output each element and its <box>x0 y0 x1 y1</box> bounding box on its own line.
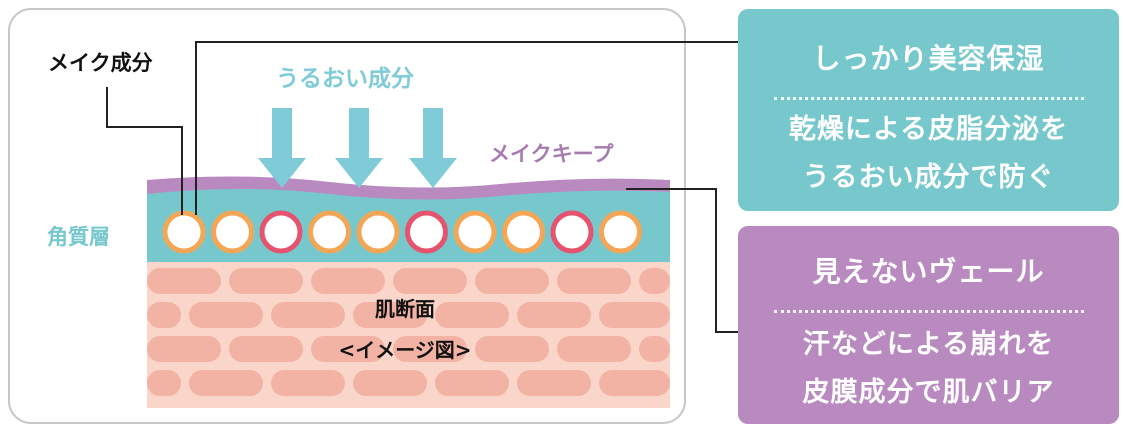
tissue-cell <box>147 336 221 362</box>
tissue-cell <box>311 336 385 362</box>
makeup-ingredient-label: メイク成分 <box>48 51 153 75</box>
box-top-line2: うるおい成分で防ぐ <box>802 162 1055 193</box>
tissue-cell <box>475 336 549 362</box>
moisturizing-info-box: しっかり美容保湿 乾燥による皮脂分泌を うるおい成分で防ぐ <box>738 9 1119 211</box>
tissue-cell <box>311 268 385 294</box>
tissue-cell <box>639 268 670 294</box>
tissue-cell <box>353 370 427 396</box>
box-bottom-title: 見えないヴェール <box>812 255 1045 288</box>
box-bottom-leader-line <box>626 188 740 333</box>
leader-lines <box>106 41 740 333</box>
arrow-down-icon <box>258 108 306 188</box>
pink-cell <box>550 210 594 254</box>
tissue-cell <box>517 302 591 328</box>
moisture-arrows <box>258 108 457 188</box>
box-top-leader-line <box>195 41 740 215</box>
orange-cell <box>599 210 642 254</box>
orange-cell <box>211 210 254 254</box>
tissue-cell <box>353 302 427 328</box>
orange-cell <box>356 210 400 254</box>
tissue-cell <box>475 268 549 294</box>
tissue-cell <box>147 370 181 396</box>
pink-cell <box>405 210 448 254</box>
box-bottom-divider <box>773 310 1084 313</box>
tissue-cell <box>557 268 631 294</box>
box-top-title: しっかり美容保湿 <box>812 42 1045 75</box>
tissue-cell <box>517 370 591 396</box>
orange-cell <box>162 210 206 254</box>
makeup-leader-line <box>106 87 183 215</box>
tissue-cell <box>557 336 631 362</box>
tissue-cell <box>147 302 181 328</box>
tissue-cell <box>271 370 345 396</box>
arrow-down-icon <box>335 108 383 188</box>
tissue-cell <box>189 370 263 396</box>
stratum-corneum-label: 角質層 <box>47 225 110 249</box>
skin-section-label: 肌断面 <box>375 297 435 321</box>
tissue-cell <box>271 302 345 328</box>
moisture-ingredient-label: うるおい成分 <box>276 66 414 92</box>
box-top-line1: 乾燥による皮脂分泌を <box>788 114 1069 145</box>
image-note-label: <イメージ図> <box>338 338 471 362</box>
box-bottom-line2: 皮膜成分で肌バリア <box>802 377 1055 408</box>
tissue-cell <box>229 268 303 294</box>
pink-cell <box>259 210 303 254</box>
tissue-cell <box>599 370 670 396</box>
tissue-cell <box>393 268 467 294</box>
box-top-divider <box>773 97 1084 100</box>
tissue-cell <box>393 336 467 362</box>
makeup-keep-label: メイクキープ <box>489 142 614 166</box>
box-bottom-line1: 汗などによる崩れを <box>802 329 1055 360</box>
tissue-cell <box>147 268 221 294</box>
tissue-cell <box>639 336 670 362</box>
orange-cell <box>453 210 497 254</box>
tissue-cell <box>599 302 670 328</box>
orange-cell <box>502 210 545 254</box>
skin-cells <box>147 268 670 396</box>
invisible-veil-info-box: 見えないヴェール 汗などによる崩れを 皮膜成分で肌バリア <box>738 226 1119 424</box>
tissue-cell <box>229 336 303 362</box>
tissue-cell <box>189 302 263 328</box>
tissue-cell <box>435 302 509 328</box>
arrow-down-icon <box>409 108 457 188</box>
tissue-cell <box>435 370 509 396</box>
stratum-cells <box>162 210 642 254</box>
orange-cell <box>308 210 351 254</box>
